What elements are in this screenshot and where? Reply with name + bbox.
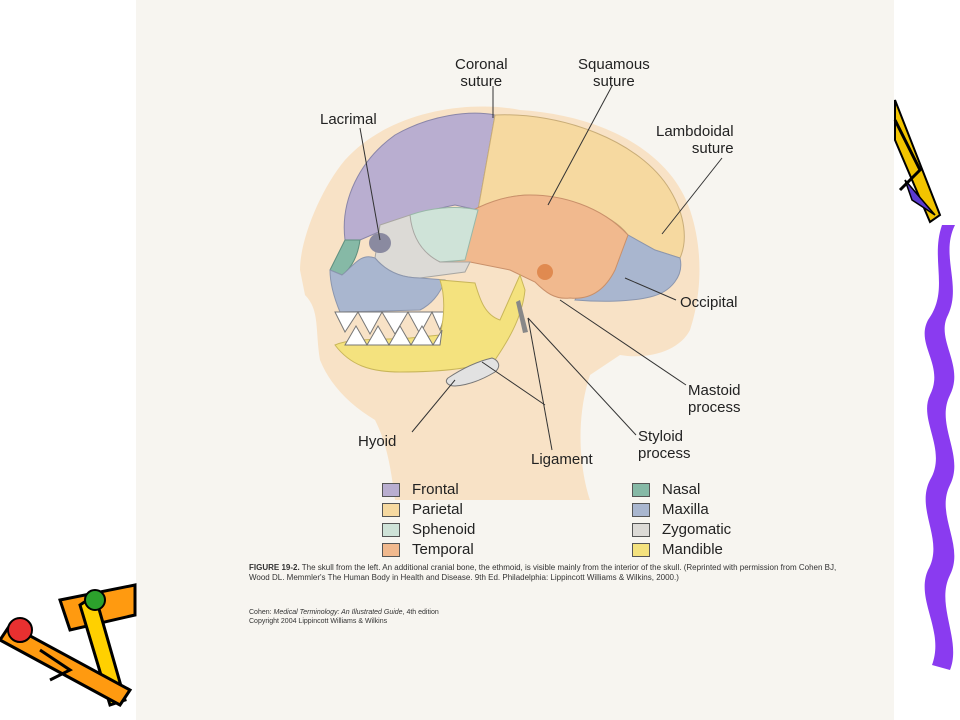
legend-item-zygomatic: Zygomatic <box>632 522 731 538</box>
legend-item-maxilla: Maxilla <box>632 502 709 518</box>
upper-teeth <box>334 310 447 336</box>
maxilla-bone-shape <box>329 256 446 313</box>
pencil-decoration-left <box>0 583 137 707</box>
styloid-shape <box>516 300 528 333</box>
credit-line-1: Cohen: Medical Terminology: An Illustrat… <box>249 609 439 616</box>
pencil-decoration-right <box>893 99 942 224</box>
figure-credit: Cohen: Medical Terminology: An Illustrat… <box>249 608 649 626</box>
legend-swatch <box>382 523 400 537</box>
label-squamous-suture: Squamous suture <box>578 56 650 90</box>
legend-swatch <box>632 543 650 557</box>
label-occipital: Occipital <box>680 294 738 311</box>
label-lambdoidal-suture: Lambdoidal suture <box>656 123 734 157</box>
legend-item-sphenoid: Sphenoid <box>382 522 475 538</box>
figure-caption: FIGURE 19-2. The skull from the left. An… <box>249 563 839 583</box>
legend-item-mandible: Mandible <box>632 542 723 558</box>
label-ligament: Ligament <box>531 451 593 468</box>
legend-swatch <box>382 543 400 557</box>
label-mastoid-process: Mastoid process <box>688 382 741 416</box>
label-styloid-process: Styloid process <box>638 428 691 462</box>
label-lacrimal: Lacrimal <box>320 111 377 128</box>
label-hyoid: Hyoid <box>358 433 397 450</box>
legend-swatch <box>632 503 650 517</box>
caption-text: The skull from the left. An additional c… <box>249 563 837 582</box>
temporal-bone-shape <box>439 194 629 299</box>
legend-item-frontal: Frontal <box>382 482 459 498</box>
legend-swatch <box>632 523 650 537</box>
legend-item-nasal: Nasal <box>632 482 700 498</box>
legend-swatch <box>382 503 400 517</box>
label-coronal-suture: Coronal suture <box>455 56 508 90</box>
lower-teeth <box>344 325 443 346</box>
legend-swatch <box>632 483 650 497</box>
lacrimal-bone-shape <box>369 233 391 253</box>
leader-lines <box>359 85 723 451</box>
legend-swatch <box>382 483 400 497</box>
credit-line-2: Copyright 2004 Lippincott Williams & Wil… <box>249 618 388 625</box>
legend-item-temporal: Temporal <box>382 542 474 558</box>
figure-number: FIGURE 19-2. <box>249 563 300 572</box>
legend-item-parietal: Parietal <box>382 502 463 518</box>
purple-squiggle-decoration <box>924 225 955 670</box>
